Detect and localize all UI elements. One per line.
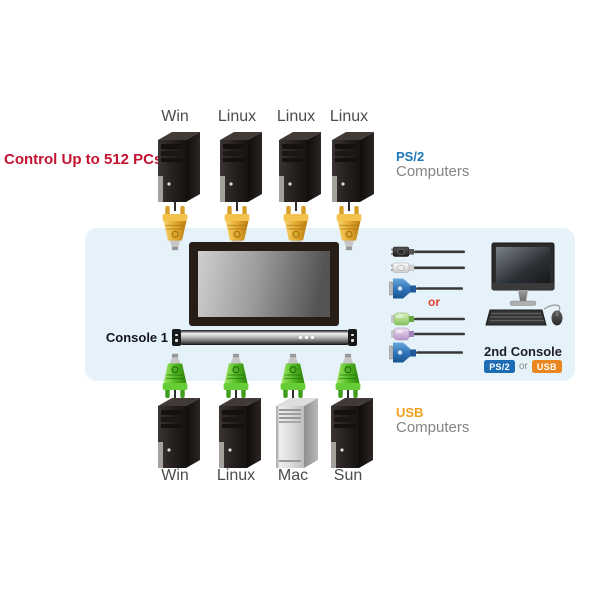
computer-label: Linux <box>276 108 316 125</box>
computer-tower-icon <box>158 132 200 202</box>
console-monitor <box>189 242 339 326</box>
ps2-sphd-connector-icon <box>162 206 188 251</box>
computer-label: Mac <box>277 467 309 484</box>
kvm-cable <box>295 199 297 211</box>
ps2-badge: PS/2 <box>484 360 515 373</box>
second-console-icon <box>485 242 563 326</box>
second-console-badges: PS/2 or USB <box>468 360 578 373</box>
vga-cable-blue-icon <box>389 278 463 299</box>
computer-tower-icon <box>331 398 373 468</box>
usb-group-tag: USB <box>396 405 424 420</box>
computer-label: Linux <box>216 467 256 484</box>
kvm-switch-body <box>181 330 348 345</box>
headline-control-up-to: Control Up to 512 PCs <box>4 151 163 168</box>
badge-or-label: or <box>518 361 528 372</box>
usb-sphd-connector-icon <box>223 353 249 398</box>
usb-cable-white-icon <box>391 262 465 273</box>
computer-tower-icon <box>332 132 374 202</box>
kvm-cable <box>347 390 349 404</box>
computer-label: Win <box>161 467 189 484</box>
ps2-cable-purple-icon <box>391 327 465 341</box>
computer-tower-icon <box>219 398 261 468</box>
kvm-cable <box>292 390 294 404</box>
cable-option-or: or <box>428 295 440 309</box>
kvm-cable <box>174 199 176 211</box>
computer-label: Win <box>161 108 189 125</box>
second-console-label: 2nd Console <box>483 344 562 359</box>
computer-label: Linux <box>329 108 369 125</box>
ps2-cable-green-icon <box>391 312 465 326</box>
computer-label: Sun <box>333 467 363 484</box>
computer-tower-icon <box>158 398 200 468</box>
usb-sphd-connector-icon <box>280 353 306 398</box>
usb-badge: USB <box>531 360 562 373</box>
monitor-screen <box>198 251 330 317</box>
kvm-cable <box>235 390 237 404</box>
ps2-group-tag: PS/2 <box>396 149 425 164</box>
usb-sphd-connector-icon <box>335 353 361 398</box>
mac-tower-icon <box>276 398 318 468</box>
kvm-cable <box>348 199 350 211</box>
vga-cable-blue-icon <box>389 342 463 363</box>
usb-cable-black-icon <box>391 246 465 257</box>
kvm-switch-endcap <box>172 329 181 346</box>
computer-label: Linux <box>217 108 257 125</box>
usb-sphd-connector-icon <box>162 353 188 398</box>
computer-tower-icon <box>220 132 262 202</box>
usb-group-label: Computers <box>396 419 470 436</box>
kvm-cable <box>174 390 176 404</box>
ps2-group-label: Computers <box>396 163 470 180</box>
kvm-switch-endcap <box>348 329 357 346</box>
kvm-led-dots <box>299 336 314 339</box>
console1-label: Console 1 <box>105 330 168 345</box>
kvm-cable <box>236 199 238 211</box>
kvm-switch <box>172 329 357 346</box>
computer-tower-icon <box>279 132 321 202</box>
